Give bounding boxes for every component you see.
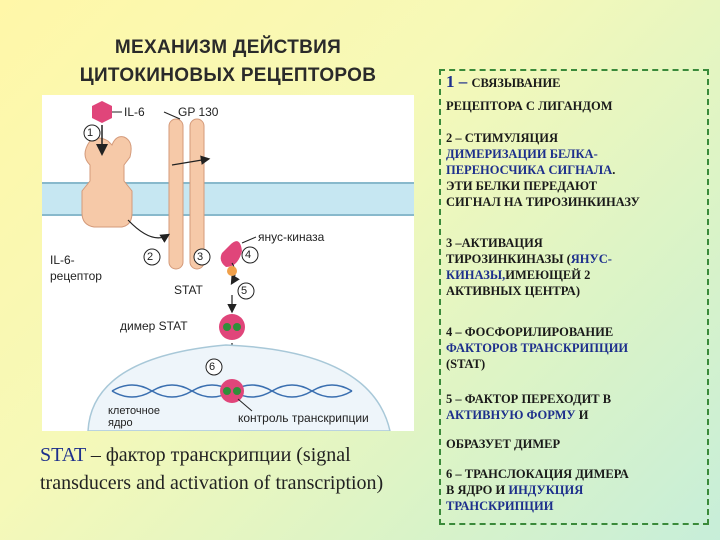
step-5-line2a: АКТИВНУЮ ФОРМУ: [446, 408, 576, 422]
receptor-mechanism-figure: 1 2 3 4 5 6 IL-6 GP 130 янус-киназа IL-6…: [42, 95, 414, 431]
step-2-line5: СИГНАЛ НА ТИРОЗИНКИНАЗУ: [446, 195, 640, 209]
step-6-line1: 6 – ТРАНСЛОКАЦИЯ ДИМЕРА: [446, 467, 629, 481]
step-markers: [83, 124, 259, 376]
receptor-label-line1: IL-6-: [50, 253, 75, 267]
step-1-number: 1: [446, 72, 455, 91]
il6-label: IL-6: [124, 105, 145, 119]
transcription-control-label: контроль транскрипции: [238, 411, 369, 425]
step-3: 3 –АКТИВАЦИЯ ТИРОЗИНКИНАЗЫ (ЯНУС- КИНАЗЫ…: [446, 235, 708, 299]
il6-ligand-icon: [92, 101, 112, 123]
stat-dash: –: [85, 444, 106, 466]
stat-definition: STAT – фактор транскрипции (signal trans…: [40, 441, 420, 497]
step-5-line2b: И: [575, 408, 589, 422]
step-1-dash: –: [454, 72, 472, 91]
janus-kinase-icon: [220, 241, 242, 267]
il6-receptor-icon: [81, 136, 133, 228]
step-1-line2: РЕЦЕПТОРА С ЛИГАНДОМ: [446, 99, 613, 113]
step-2-line4: ЭТИ БЕЛКИ ПЕРЕДАЮТ: [446, 179, 598, 193]
stat-label: STAT: [174, 283, 203, 297]
step-4: 4 – ФОСФОРИЛИРОВАНИЕ ФАКТОРОВ ТРАНСКРИПЦ…: [446, 324, 708, 372]
title-line-2: ЦИТОКИНОВЫХ РЕЦЕПТОРОВ: [79, 65, 377, 86]
nucleus-label-line2: ядро: [108, 417, 133, 429]
step-marker-6: 6: [209, 361, 216, 373]
step-4-line2: ФАКТОРОВ ТРАНСКРИПЦИИ: [446, 341, 629, 355]
step-marker-3: 3: [197, 251, 204, 263]
gp130-chain-right: [189, 118, 205, 270]
step-3-line1: 3 –АКТИВАЦИЯ: [446, 236, 543, 250]
receptor-label-line2: рецептор: [50, 269, 102, 283]
title-line-1: МЕХАНИЗМ ДЕЙСТВИЯ: [114, 37, 342, 58]
nucleus-label-line1: клеточное: [108, 405, 160, 417]
step-3-line2a: ТИРОЗИНКИНАЗЫ (: [446, 252, 571, 266]
dimer-stat-label: димер STAT: [120, 319, 188, 333]
step-marker-5: 5: [241, 285, 248, 297]
step-2-line3: ПЕРЕНОСЧИКА СИГНАЛА: [446, 163, 613, 177]
stat-molecule-icon: [227, 266, 237, 276]
gp130-chain-left: [168, 118, 184, 270]
step-5-line1: 5 – ФАКТОР ПЕРЕХОДИТ В: [446, 392, 612, 406]
steps-panel: [439, 69, 709, 525]
stat-dimer-icon: [219, 314, 245, 340]
step-6-line3: ТРАНСКРИПЦИИ: [446, 499, 554, 513]
step-4-line3: (STAT): [446, 357, 486, 371]
step-marker-2: 2: [147, 251, 154, 263]
step-4-line1: 4 – ФОСФОРИЛИРОВАНИЕ: [446, 325, 614, 339]
step-5: 5 – ФАКТОР ПЕРЕХОДИТ В АКТИВНУЮ ФОРМУ И …: [446, 391, 708, 452]
step-6: 6 – ТРАНСЛОКАЦИЯ ДИМЕРА В ЯДРО И ИНДУКЦИ…: [446, 466, 708, 514]
gp130-label: GP 130: [178, 105, 219, 119]
step-3-line3a: КИНАЗЫ,: [446, 268, 506, 282]
step-1: 1 – СВЯЗЫВАНИЕ РЕЦЕПТОРА С ЛИГАНДОМ: [446, 72, 708, 114]
step-6-line2a: В ЯДРО И: [446, 483, 509, 497]
step-2-line1: 2 – СТИМУЛЯЦИЯ: [446, 131, 558, 145]
step-2: 2 – СТИМУЛЯЦИЯ ДИМЕРИЗАЦИИ БЕЛКА- ПЕРЕНО…: [446, 130, 708, 210]
step-2-line2: ДИМЕРИЗАЦИИ БЕЛКА-: [446, 147, 598, 161]
step-6-line2b: ИНДУКЦИЯ: [508, 483, 584, 497]
step-3-line4: АКТИВНЫХ ЦЕНТРА): [446, 284, 580, 298]
step-3-line3b: ИМЕЮЩЕЙ 2: [505, 268, 591, 282]
step-2-period: .: [612, 163, 616, 177]
slide-title: МЕХАНИЗМ ДЕЙСТВИЯ ЦИТОКИНОВЫХ РЕЦЕПТОРОВ: [38, 34, 418, 90]
stat-description: фактор транскрипции (signal transducers …: [40, 444, 384, 494]
step-3-line2b: ЯНУС-: [570, 252, 612, 266]
step-1-line1: СВЯЗЫВАНИЕ: [471, 76, 561, 90]
stat-term: STAT: [40, 444, 86, 466]
janus-kinase-label: янус-киназа: [258, 230, 325, 244]
step-marker-4: 4: [245, 249, 252, 261]
step-5-line3: ОБРАЗУЕТ ДИМЕР: [446, 437, 561, 451]
step-marker-1: 1: [87, 127, 94, 139]
figure-drawing: [42, 101, 414, 431]
